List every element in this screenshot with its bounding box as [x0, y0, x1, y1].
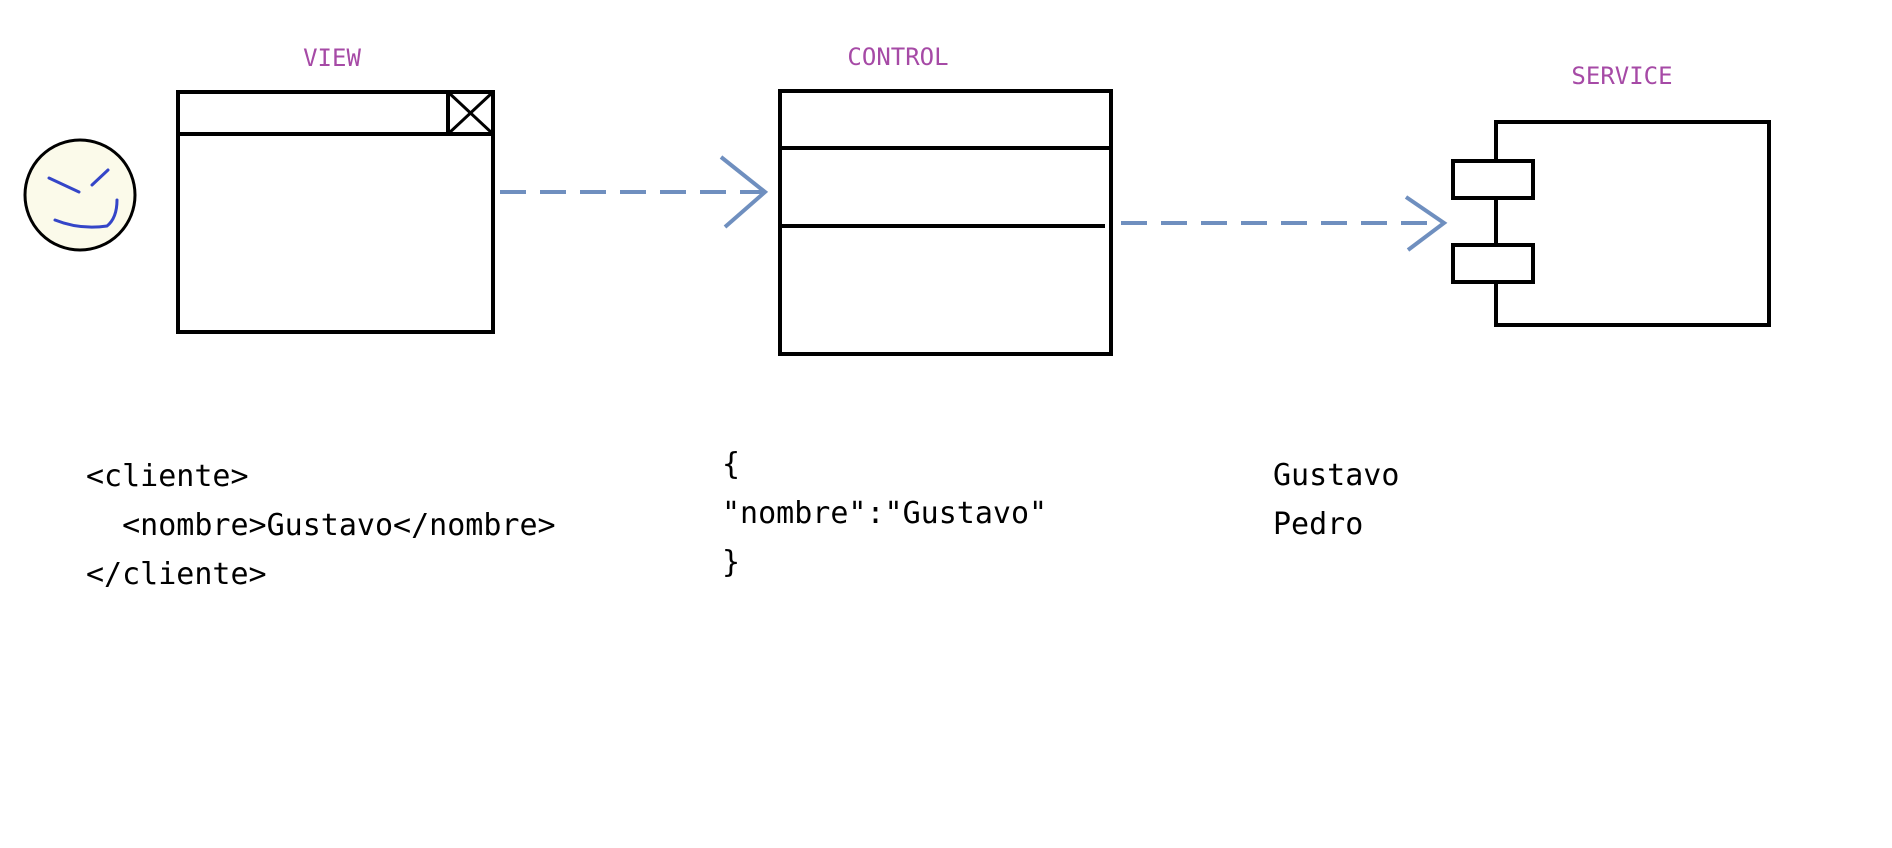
- control-to-service-arrow: [1121, 195, 1448, 252]
- service-label: SERVICE: [1571, 62, 1672, 90]
- view-xml-line: <cliente>: [86, 459, 249, 494]
- view-label: VIEW: [303, 44, 361, 72]
- control-label: CONTROL: [847, 43, 948, 71]
- control-json-line: "nombre":"Gustavo": [722, 496, 1048, 531]
- service-port-bottom: [1451, 243, 1535, 284]
- service-component: [1451, 120, 1771, 327]
- service-component-body: [1494, 120, 1771, 327]
- control-json-line: {: [722, 447, 741, 482]
- view-xml-example: <cliente> <nombre>Gustavo</nombre> </clie…: [86, 452, 556, 599]
- view-xml-line: </cliente>: [86, 557, 267, 592]
- control-json-example: { "nombre":"Gustavo"}: [722, 440, 1047, 587]
- control-box: [778, 89, 1113, 356]
- face-smile: [53, 198, 119, 229]
- view-xml-line: <nombre>Gustavo</nombre>: [86, 508, 556, 543]
- control-box-frame: [778, 89, 1113, 356]
- view-window-frame: [176, 90, 495, 334]
- service-port-top: [1451, 159, 1535, 200]
- face-left-eye: [47, 176, 81, 194]
- view-window: [176, 90, 495, 334]
- face-circle: [23, 138, 137, 252]
- service-data-line: Gustavo: [1273, 458, 1400, 493]
- close-box-icon: [446, 90, 495, 136]
- control-json-line: }: [722, 545, 741, 580]
- face-right-eye: [90, 168, 110, 187]
- view-to-control-arrow: [500, 155, 769, 229]
- user-smiley-icon: [23, 138, 137, 252]
- service-data-line: Pedro: [1273, 507, 1364, 542]
